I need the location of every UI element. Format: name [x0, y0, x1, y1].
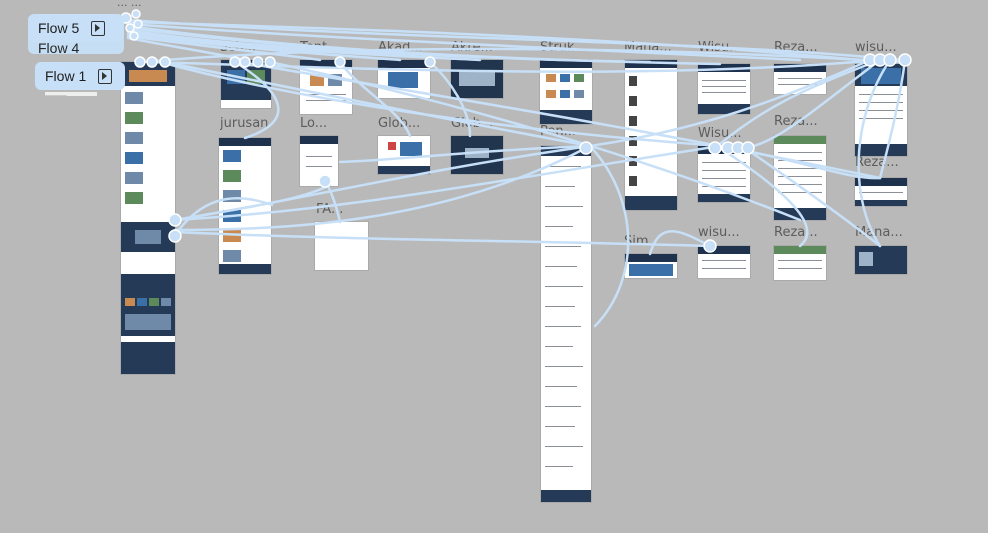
frame-reza2[interactable] [774, 136, 826, 220]
frame-akad[interactable] [378, 60, 430, 98]
frame-label[interactable]: Sim... [624, 234, 661, 249]
frame-label[interactable]: Struk... [540, 40, 587, 55]
frame-label[interactable]: Akre... [451, 40, 493, 55]
frame-label[interactable]: jurusan [220, 116, 269, 131]
frame-label[interactable]: Reza... [855, 155, 899, 170]
frame-fa[interactable] [315, 222, 368, 270]
frame-pen[interactable] [541, 146, 591, 502]
frame-tent[interactable] [300, 60, 352, 114]
frame-label[interactable]: Wisu... [698, 40, 742, 55]
frame-reza1[interactable] [774, 64, 826, 94]
frame-sim[interactable] [625, 254, 677, 278]
frame-home[interactable] [121, 62, 175, 374]
frame-akre[interactable] [451, 60, 503, 98]
frame-label[interactable]: Reza... [774, 225, 818, 240]
frame-glob1[interactable] [378, 136, 430, 174]
frame-label[interactable]: Tent... [300, 40, 340, 55]
play-icon[interactable] [98, 68, 113, 84]
play-icon[interactable] [91, 20, 106, 36]
frame-note: _____________ [45, 92, 97, 96]
frame-reza4[interactable] [774, 246, 826, 280]
frame-wisu4[interactable] [698, 246, 750, 278]
frame-label[interactable]: Sch... [220, 40, 257, 55]
frame-label[interactable]: Reza... [774, 114, 818, 129]
frame-label[interactable]: Glob... [451, 116, 494, 131]
frame-label[interactable]: Mana... [624, 40, 672, 55]
frame-label[interactable]: Glob... [378, 116, 421, 131]
frame-label[interactable]: Lo... [300, 116, 328, 131]
flow-label: Flow 4 [38, 40, 80, 56]
frame-label[interactable]: Akad... [378, 40, 423, 55]
frame-label[interactable]: Wisu... [698, 126, 742, 141]
frame-mana1[interactable] [625, 60, 677, 210]
frame-struk[interactable] [540, 60, 592, 124]
frame-label[interactable]: ... [131, 0, 142, 9]
frame-label[interactable]: wisu... [698, 225, 740, 240]
frame-mana2[interactable] [855, 246, 907, 274]
frame-sch[interactable] [221, 60, 271, 108]
frame-label[interactable]: ... [117, 0, 128, 9]
frame-label[interactable]: Reza... [774, 40, 818, 55]
frame-label[interactable]: Pen... [540, 124, 577, 139]
frame-label[interactable]: FA... [316, 202, 344, 217]
flow-badge-flow-1[interactable]: Flow 1 [35, 62, 125, 90]
frame-lo[interactable] [300, 136, 338, 186]
frame-wisu2[interactable] [855, 64, 907, 156]
frame-glob2[interactable] [451, 136, 503, 174]
frame-reza3[interactable] [855, 178, 907, 206]
frame-wisu3[interactable] [698, 146, 750, 202]
flow-label: Flow 1 [45, 68, 87, 84]
flow-label: Flow 5 [38, 20, 80, 36]
frame-label[interactable]: wisu... [855, 40, 897, 55]
frame-label[interactable]: Mana... [855, 225, 903, 240]
frame-wisu1[interactable] [698, 64, 750, 114]
frame-jurusan[interactable] [219, 138, 271, 274]
flow-badge-flow-5[interactable]: Flow 5 [28, 14, 124, 42]
